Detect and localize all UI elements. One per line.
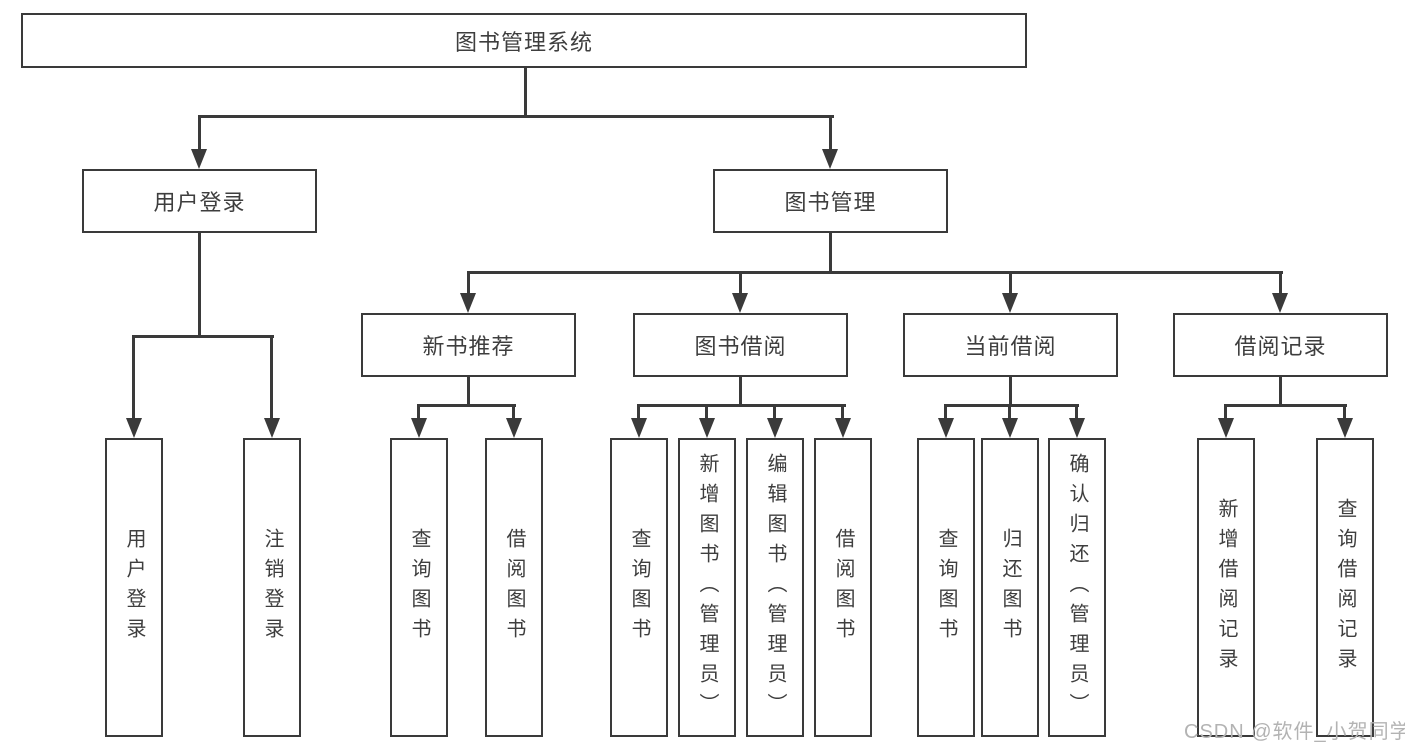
connector-mgmt-drop-2 [739, 271, 742, 295]
connector-g3-bar [944, 404, 1079, 407]
connector-g4-stem [1279, 377, 1282, 407]
connector-g2-bar [637, 404, 846, 407]
leaf-edit-books-admin: 编辑图书（管理员） [746, 438, 804, 737]
leaf-borrow-books: 借阅图书 [814, 438, 872, 737]
connector-g1-bar [417, 404, 516, 407]
connector-root-stem [524, 68, 527, 118]
arrow-down-icon [126, 418, 142, 438]
connector-g1-stem [467, 377, 470, 407]
connector-g2-stem [739, 377, 742, 407]
leaf-query-books-current: 查询图书 [917, 438, 975, 737]
node-current-borrow: 当前借阅 [903, 313, 1118, 377]
arrow-down-icon [767, 418, 783, 438]
leaf-query-borrow-record: 查询借阅记录 [1316, 438, 1374, 737]
connector-mgmt-drop-4 [1279, 271, 1282, 295]
connector-g2-drop-4 [841, 404, 844, 420]
leaf-add-borrow-record: 新增借阅记录 [1197, 438, 1255, 737]
connector-login-stem [198, 233, 201, 337]
arrow-down-icon [1002, 293, 1018, 313]
connector-g1-drop-2 [512, 404, 515, 420]
connector-g3-drop-3 [1075, 404, 1078, 420]
watermark: CSDN @软件_小贺同学 [1184, 721, 1405, 743]
arrow-down-icon [1069, 418, 1085, 438]
connector-g1-drop-1 [417, 404, 420, 420]
leaf-query-books: 查询图书 [610, 438, 668, 737]
leaf-query-books-recommend: 查询图书 [390, 438, 448, 737]
connector-login-bar [132, 335, 274, 338]
node-new-book-recommend: 新书推荐 [361, 313, 576, 377]
connector-g3-drop-1 [944, 404, 947, 420]
leaf-logout: 注销登录 [243, 438, 301, 737]
leaf-borrow-books-recommend: 借阅图书 [485, 438, 543, 737]
arrow-down-icon [938, 418, 954, 438]
leaf-user-login: 用户登录 [105, 438, 163, 737]
connector-mgmt-bar [467, 271, 1283, 274]
arrow-down-icon [822, 149, 838, 169]
node-user-login: 用户登录 [82, 169, 317, 233]
arrow-down-icon [699, 418, 715, 438]
arrow-down-icon [1002, 418, 1018, 438]
leaf-add-books-admin: 新增图书（管理员） [678, 438, 736, 737]
arrow-down-icon [631, 418, 647, 438]
connector-g4-drop-2 [1343, 404, 1346, 420]
node-borrow-records: 借阅记录 [1173, 313, 1388, 377]
leaf-confirm-return-admin: 确认归还（管理员） [1048, 438, 1106, 737]
connector-g3-drop-2 [1008, 404, 1011, 420]
arrow-down-icon [732, 293, 748, 313]
arrow-down-icon [506, 418, 522, 438]
connector-g2-drop-2 [705, 404, 708, 420]
node-root-system: 图书管理系统 [21, 13, 1027, 68]
connector-g4-bar [1224, 404, 1347, 407]
connector-g3-stem [1009, 377, 1012, 407]
arrow-down-icon [460, 293, 476, 313]
arrow-down-icon [1218, 418, 1234, 438]
arrow-down-icon [835, 418, 851, 438]
connector-mgmt-drop-1 [467, 271, 470, 295]
arrow-down-icon [191, 149, 207, 169]
connector-mgmt-drop-3 [1009, 271, 1012, 295]
arrow-down-icon [411, 418, 427, 438]
arrow-down-icon [1272, 293, 1288, 313]
connector-g4-drop-1 [1224, 404, 1227, 420]
leaf-return-books: 归还图书 [981, 438, 1039, 737]
connector-root-drop-right [829, 115, 832, 151]
arrow-down-icon [264, 418, 280, 438]
connector-g2-drop-3 [773, 404, 776, 420]
connector-mgmt-stem [829, 233, 832, 274]
node-book-borrow: 图书借阅 [633, 313, 848, 377]
node-book-management: 图书管理 [713, 169, 948, 233]
connector-login-drop-2 [270, 335, 273, 420]
connector-root-drop-left [198, 115, 201, 151]
connector-g2-drop-1 [637, 404, 640, 420]
connector-login-drop-1 [132, 335, 135, 420]
connector-root-bar [198, 115, 834, 118]
arrow-down-icon [1337, 418, 1353, 438]
